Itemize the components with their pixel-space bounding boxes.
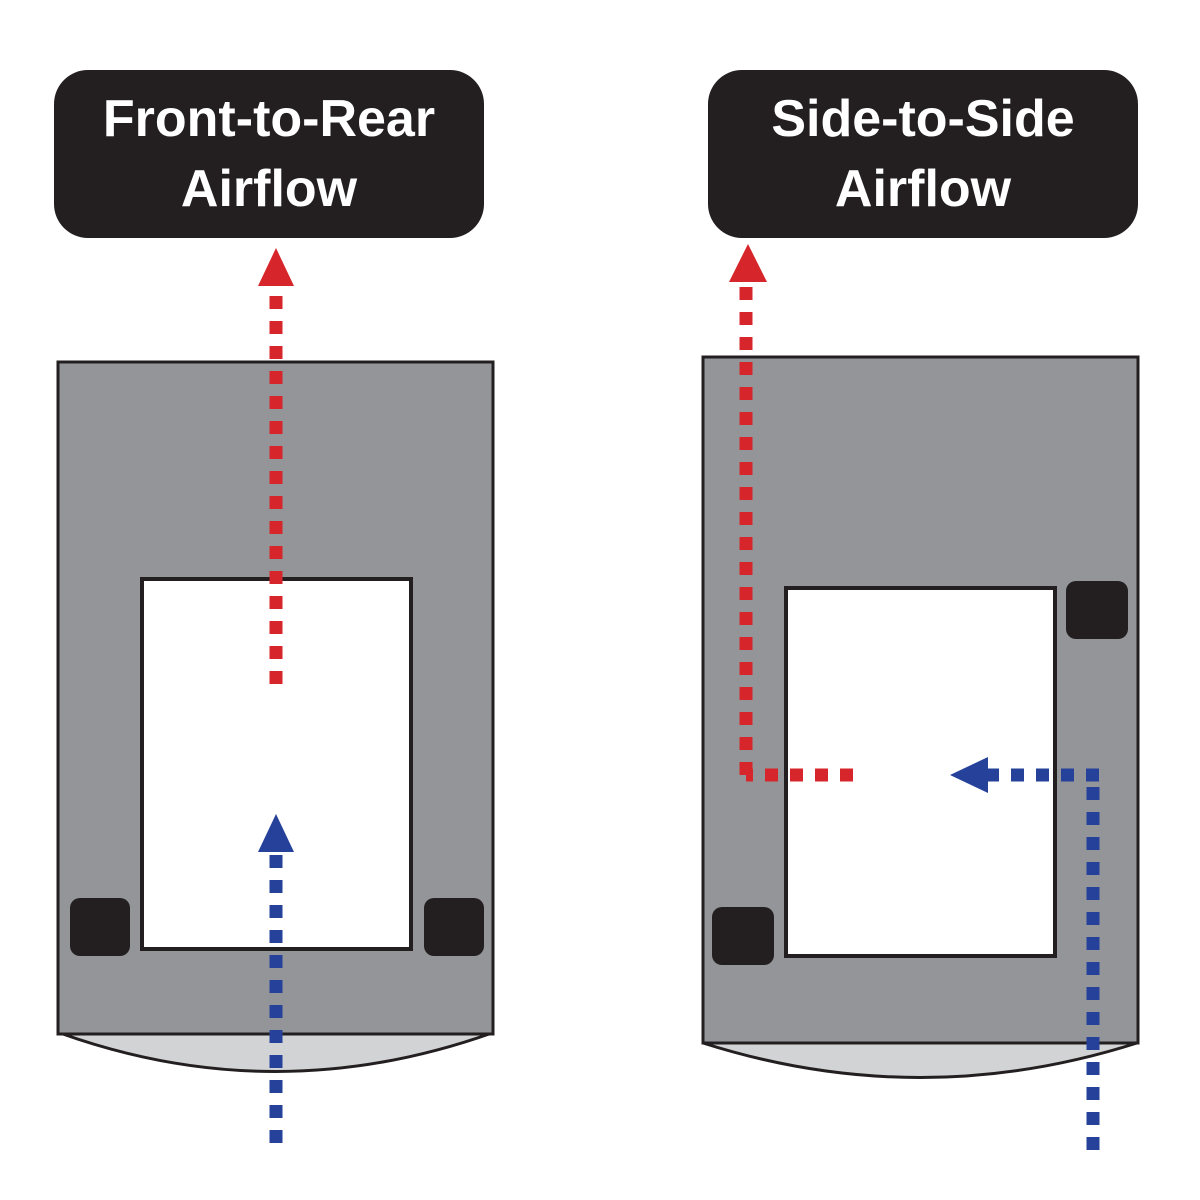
front-to-rear-title-line2: Airflow	[180, 160, 358, 218]
side-to-side-title: Side-to-Side Airflow	[708, 70, 1138, 238]
exhaust-arrow-icon	[258, 248, 294, 684]
front-to-rear-title-line1: Front-to-Rear	[102, 90, 436, 148]
exhaust-arrow-icon	[729, 244, 853, 782]
fan-icon	[712, 907, 774, 965]
intake-arrow-icon	[950, 757, 1100, 1150]
board	[784, 586, 1057, 958]
fan-icon	[424, 898, 484, 956]
board	[140, 577, 413, 951]
side-to-side-title-line1: Side-to-Side	[771, 90, 1075, 148]
front-bezel	[702, 1041, 1138, 1079]
front-to-rear-title: Front-to-Rear Airflow	[54, 70, 484, 238]
intake-arrow-icon	[258, 814, 294, 1143]
front-bezel	[59, 1031, 493, 1073]
fan-icon	[70, 898, 130, 956]
side-to-side-title-line2: Airflow	[834, 160, 1012, 218]
fan-icon	[1066, 581, 1128, 639]
side-to-side-device	[701, 355, 1140, 1079]
